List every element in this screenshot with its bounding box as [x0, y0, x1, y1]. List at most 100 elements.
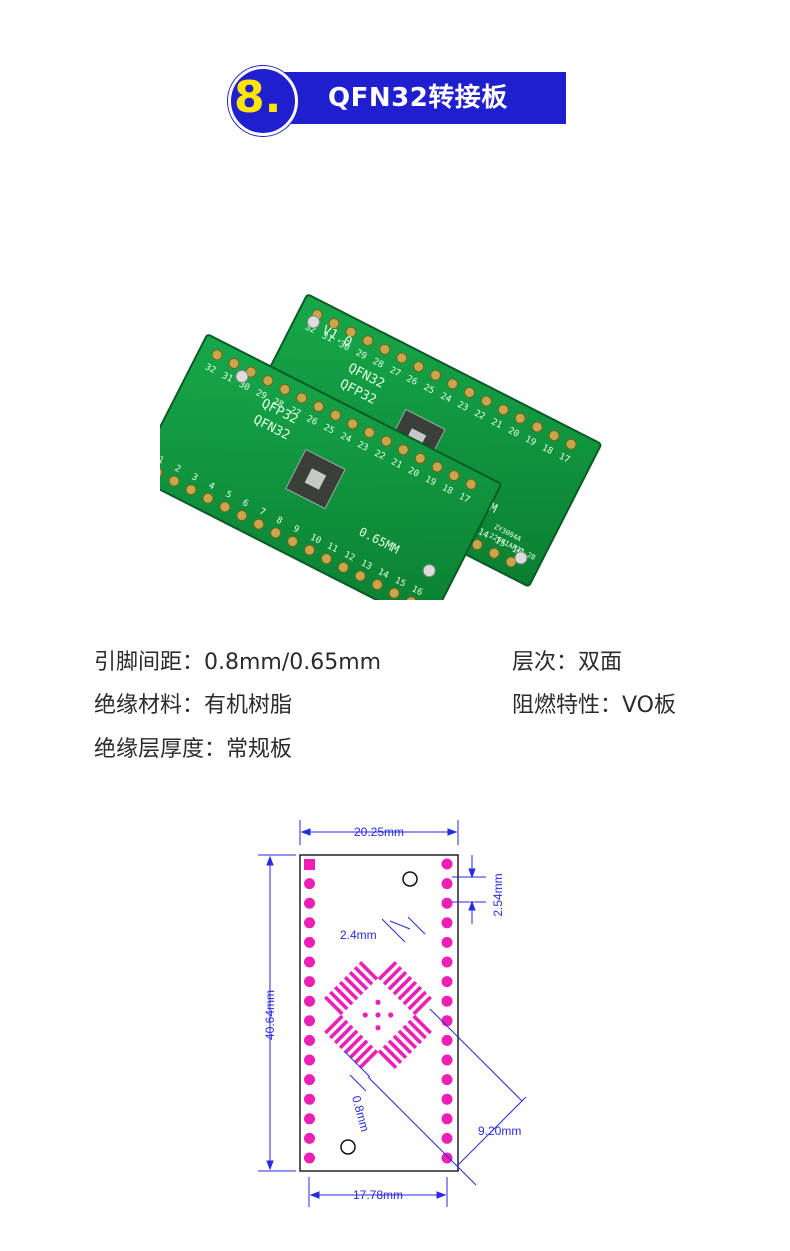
front-pad-top	[211, 349, 223, 361]
spec-layers: 层次：双面	[512, 650, 623, 675]
back-pin-label-top: 26	[405, 374, 419, 388]
front-pin-label-top: 23	[355, 440, 369, 454]
front-pad-bottom	[287, 535, 299, 547]
front-pin-label-bottom: 8	[274, 515, 283, 526]
chip-lead	[392, 1034, 413, 1055]
back-pad-top	[497, 404, 509, 416]
spec-pin-pitch: 引脚间距：0.8mm/0.65mm	[94, 650, 382, 675]
back-pad-top	[531, 421, 543, 433]
front-pin-label-top: 28	[271, 397, 285, 411]
dim-diagonal	[367, 1008, 527, 1186]
back-pin-label-top: 31	[320, 331, 334, 345]
back-pin-label-bottom: 14	[476, 527, 490, 541]
back-pad-bottom	[488, 547, 500, 559]
banner-number: 8.	[234, 72, 282, 123]
back-pin-label-top: 20	[506, 426, 520, 440]
back-pin-label-top: 29	[354, 348, 368, 362]
front-pad-top	[448, 470, 460, 482]
front-pad-top	[363, 426, 375, 438]
back-pad-top	[328, 317, 340, 329]
front-pin-label-top: 31	[220, 371, 234, 385]
front-pad-top	[279, 383, 291, 395]
front-pin-label-top: 20	[406, 466, 420, 480]
chip-lead	[343, 975, 364, 996]
back-pad-top	[447, 378, 459, 390]
front-pad-top	[228, 357, 240, 369]
chip-lead	[407, 1019, 428, 1040]
back-pin-label-bottom: 15	[493, 536, 507, 550]
left-pad	[304, 1074, 315, 1086]
right-pad	[441, 897, 453, 909]
chip-lead-group	[324, 1014, 379, 1069]
chip-lead	[328, 990, 349, 1011]
right-pad	[441, 1034, 453, 1046]
back-pin-label-top: 17	[557, 452, 571, 466]
front-pin-label-top: 25	[322, 423, 336, 437]
left-pad	[304, 1093, 315, 1105]
right-pad	[441, 858, 453, 870]
banner-number-badge	[228, 66, 298, 136]
chip-lead	[333, 1024, 354, 1045]
dim-top	[299, 820, 459, 845]
left-pad	[304, 1034, 315, 1046]
right-pad	[441, 995, 453, 1007]
chip-lead	[377, 1049, 398, 1069]
chip-lead	[353, 1044, 374, 1065]
front-pin-label-top: 21	[389, 457, 403, 471]
back-pad-top	[413, 361, 425, 373]
front-pad-bottom	[202, 492, 214, 504]
front-pad-top	[245, 366, 257, 378]
front-pad-bottom	[270, 527, 282, 539]
chip-lead	[328, 1019, 349, 1040]
chip-lead-group	[377, 1014, 432, 1069]
front-pad-bottom	[185, 484, 197, 496]
chip-lead	[382, 965, 403, 986]
back-pad-top	[463, 386, 475, 398]
chip-lead	[412, 995, 432, 1016]
front-pin-label-bottom: 11	[325, 541, 339, 555]
chip-lead	[348, 1039, 369, 1060]
front-pin-label-top: 18	[440, 483, 454, 497]
back-pad-top	[565, 438, 577, 450]
chip-lead	[387, 970, 408, 991]
dim-left	[258, 854, 296, 1172]
chip-lead-group	[377, 961, 432, 1016]
front-pad-top	[414, 452, 426, 464]
spec-material: 绝缘材料：有机树脂	[94, 693, 293, 718]
left-pad	[304, 897, 315, 909]
right-pad	[441, 1093, 453, 1105]
back-pad-top	[548, 430, 560, 442]
chip-lead	[402, 1024, 423, 1045]
front-pin-label-top: 27	[288, 405, 302, 419]
dim-pitch-right: 2.54mm	[491, 873, 505, 916]
front-pad-bottom	[304, 544, 316, 556]
front-pad-top	[296, 392, 308, 404]
back-pin-label-top: 27	[388, 365, 402, 379]
right-pad	[441, 976, 453, 988]
front-pad-bottom	[168, 475, 180, 487]
chip-lead	[338, 980, 359, 1001]
left-pad	[304, 1132, 315, 1144]
back-pad-top	[514, 412, 526, 424]
front-pin-label-bottom: 10	[308, 533, 322, 547]
chip-lead	[338, 1029, 359, 1050]
section-banner: 8. QFN32转接板	[228, 66, 566, 136]
chip-lead	[377, 961, 398, 981]
front-pin-label-bottom: 7	[257, 507, 266, 518]
chip-lead	[392, 975, 413, 996]
back-pin-label-top: 24	[439, 391, 453, 405]
left-pad-column	[304, 859, 315, 1164]
left-pad	[304, 917, 315, 929]
front-pin-label-bottom: 13	[359, 559, 373, 573]
front-pin-label-bottom: 4	[207, 481, 216, 492]
front-pin-label-top: 17	[457, 492, 471, 506]
front-pad-bottom	[320, 553, 332, 565]
chip-lead	[402, 985, 423, 1006]
left-pad	[304, 1015, 315, 1027]
front-pad-top	[465, 478, 477, 490]
chip-center-dot	[388, 1012, 394, 1018]
